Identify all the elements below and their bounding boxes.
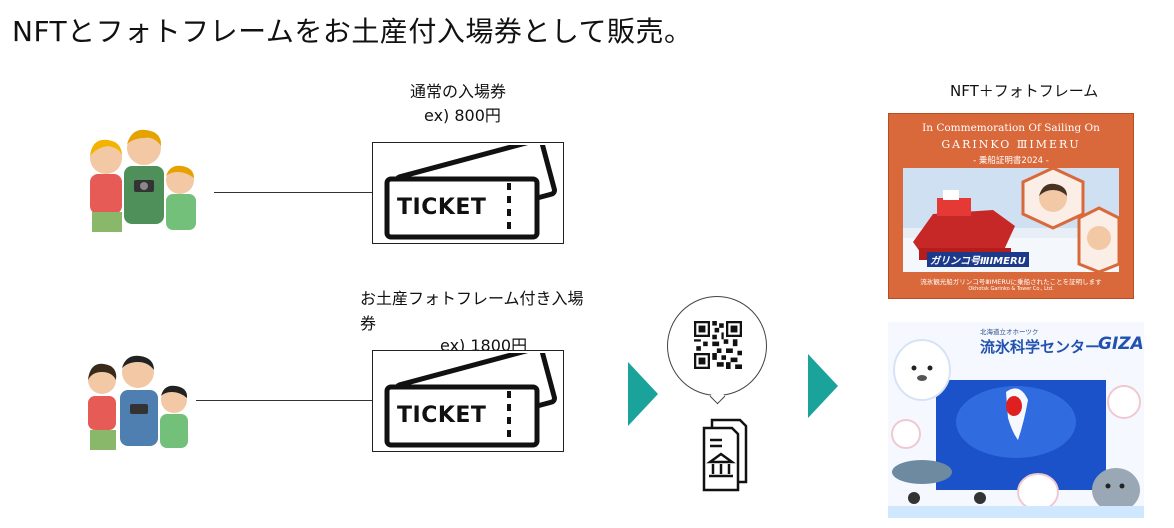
certificate-ship-name: GARINKO ⅢIMERU <box>941 138 1081 151</box>
souvenir-ticket-label: お土産フォトフレーム付き入場 <box>360 289 584 308</box>
ticket-icon <box>384 145 557 240</box>
giza-logo: GIZA <box>1098 334 1144 354</box>
giza-name: 流氷科学センター <box>980 338 1101 356</box>
family-illustration-1 <box>82 126 202 234</box>
certificate-heading: In Commemoration Of Sailing On <box>922 122 1100 134</box>
ticket-text: TICKET <box>397 195 487 220</box>
photo-frame-image: 北海道立オホーツク 流氷科学センター GIZA <box>888 322 1144 518</box>
certificate-subheading: - 乗船証明書2024 - <box>973 156 1049 166</box>
qr-bubble <box>667 296 767 396</box>
document-icon <box>702 418 748 492</box>
arrow-right-icon <box>808 354 838 418</box>
souvenir-ticket-label-cont: 券 <box>360 314 377 333</box>
ship-photo: ガリンコ号ⅢIMERU <box>903 168 1119 272</box>
certificate-company: Okhotsk Garinko & Tower Co., Ltd. <box>968 286 1054 292</box>
connector-line-2 <box>196 400 372 401</box>
nft-photoframe-label: NFT＋フォトフレーム <box>950 82 1099 100</box>
ticket-icon <box>384 353 557 448</box>
ship-logo-text: ガリンコ号ⅢIMERU <box>927 252 1029 267</box>
qr-code-icon <box>694 321 742 369</box>
connector-line-1 <box>214 192 372 193</box>
souvenir-ticket-box: TICKET <box>372 350 564 452</box>
giza-small-label: 北海道立オホーツク <box>980 328 1039 336</box>
regular-ticket-box: TICKET <box>372 142 564 244</box>
nft-certificate-image: In Commemoration Of Sailing On GARINKO Ⅲ… <box>888 113 1134 299</box>
certificate-footer: 流氷観光船ガリンコ号ⅢIMERUに乗船されたことを証明します <box>920 278 1102 286</box>
regular-ticket-label: 通常の入場券 <box>410 82 507 101</box>
ticket-text: TICKET <box>397 403 487 428</box>
regular-ticket-price: ex) 800円 <box>424 106 501 125</box>
family-illustration-2 <box>82 352 194 452</box>
arrow-right-icon <box>628 362 658 426</box>
page-title: NFTとフォトフレームをお土産付入場券として販売。 <box>12 15 693 48</box>
